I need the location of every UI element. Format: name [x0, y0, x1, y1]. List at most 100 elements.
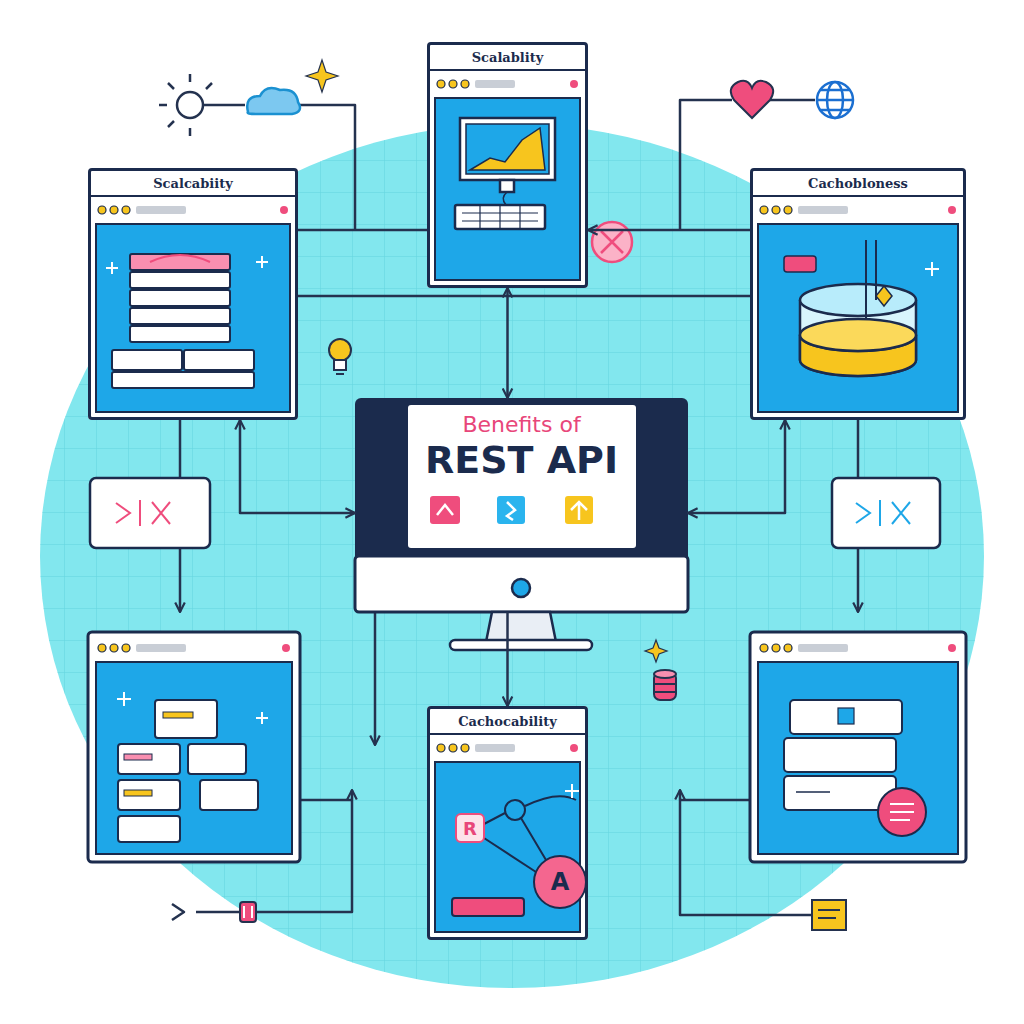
window-frame: [758, 662, 958, 854]
window-frame: [136, 206, 186, 214]
window-frame: [88, 632, 300, 862]
computer-chart-icon: [503, 192, 507, 205]
window-frame: [461, 80, 469, 88]
window-frame: [760, 644, 768, 652]
app-window: Scalcabiity: [88, 168, 298, 420]
window-frame: [110, 206, 118, 214]
database-icon: [800, 284, 916, 316]
blocked-icon: [592, 222, 632, 262]
server-stack-icon: [130, 254, 230, 270]
canister-icon: [654, 670, 676, 678]
boxes-icon: [117, 692, 268, 724]
window-frame: [98, 206, 106, 214]
window-frame: [449, 80, 457, 88]
plug-icon: [240, 902, 256, 922]
window-frame: [772, 644, 780, 652]
boxes-icon: [118, 744, 180, 774]
monitor-screen: Benefits ofREST API: [355, 398, 688, 612]
window-frame: [798, 644, 848, 652]
server-list-icon: [790, 700, 902, 734]
connector-box: [832, 478, 940, 548]
network-icon: [565, 784, 579, 798]
lightbulb-icon: [336, 373, 344, 375]
computer-chart-icon: [500, 180, 514, 192]
decor-line: [680, 100, 732, 230]
screen-icons: [430, 496, 460, 524]
lightbulb-icon: [329, 339, 351, 374]
computer-chart-icon: [462, 205, 538, 229]
window-title: Cachobloness: [753, 171, 963, 196]
database-icon: [784, 240, 939, 376]
window-frame: [750, 632, 966, 862]
note-icon: [818, 910, 840, 918]
window-frame: [427, 69, 588, 71]
server-stack-icon: [130, 290, 230, 306]
sparkle-icon: [306, 60, 338, 92]
network-icon: [534, 856, 586, 908]
monitor-frame: [355, 398, 688, 563]
window-frame: [461, 744, 469, 752]
decor-line: [300, 105, 355, 230]
window-frame: [758, 224, 958, 412]
server-list-icon: [784, 738, 896, 772]
plug-icon: [240, 902, 256, 922]
screen-icons: [565, 496, 593, 524]
window-frame: [96, 224, 290, 412]
network-icon: [456, 814, 484, 842]
boxes-icon: [118, 816, 180, 842]
screen-icons: [430, 496, 593, 524]
sparkle-icon: [645, 640, 667, 662]
window-frame: [122, 644, 130, 652]
server-stack-icon: [130, 326, 230, 342]
screen-title: REST API: [355, 438, 688, 482]
database-icon: [800, 319, 916, 351]
window-frame: [437, 744, 445, 752]
decor-line: [203, 104, 245, 107]
window-frame: [110, 644, 118, 652]
cloud-icon: [247, 88, 300, 114]
lightbulb-icon: [334, 360, 346, 370]
window-frame: [475, 80, 515, 88]
network-icon: [505, 800, 525, 820]
monitor-frame: [355, 398, 688, 650]
blocked-icon: [601, 231, 623, 253]
window-frame: [772, 206, 780, 214]
app-window: Cachobloness: [750, 168, 966, 420]
boxes-icon: [124, 754, 152, 760]
network-icon: [452, 898, 524, 916]
decor-line: [680, 799, 750, 802]
connector-box: [116, 500, 170, 526]
window-frame: [570, 744, 578, 752]
server-stack-icon: [112, 372, 254, 388]
server-list-icon: [796, 791, 830, 793]
window-frame: [784, 644, 792, 652]
server-list-icon: [890, 804, 914, 820]
connector-box: [90, 478, 210, 548]
boxes-icon: [118, 780, 180, 810]
heart-icon: [731, 81, 773, 118]
window-frame: [750, 168, 966, 420]
server-stack-icon: [130, 308, 230, 324]
sun-icon: [159, 74, 212, 136]
window-frame: [427, 42, 588, 288]
boxes-icon: [117, 692, 268, 842]
window-frame: [122, 206, 130, 214]
screen-icons: [507, 502, 515, 520]
screen-subtitle: Benefits of: [355, 412, 688, 438]
connector-arrow: [506, 288, 509, 398]
database-icon: [784, 256, 816, 272]
boxes-icon: [155, 700, 217, 738]
server-stack-icon: [184, 350, 254, 370]
window-title: Scalablity: [430, 45, 585, 70]
server-stack-icon: [106, 254, 268, 388]
blocked-icon: [592, 222, 632, 262]
window-frame: [96, 662, 292, 854]
screen-icons: [497, 496, 525, 524]
monitor-frame: [450, 640, 592, 650]
window-frame: [136, 644, 186, 652]
connector-arrow: [298, 229, 427, 232]
window-frame: [798, 206, 848, 214]
window-frame: [750, 195, 966, 197]
